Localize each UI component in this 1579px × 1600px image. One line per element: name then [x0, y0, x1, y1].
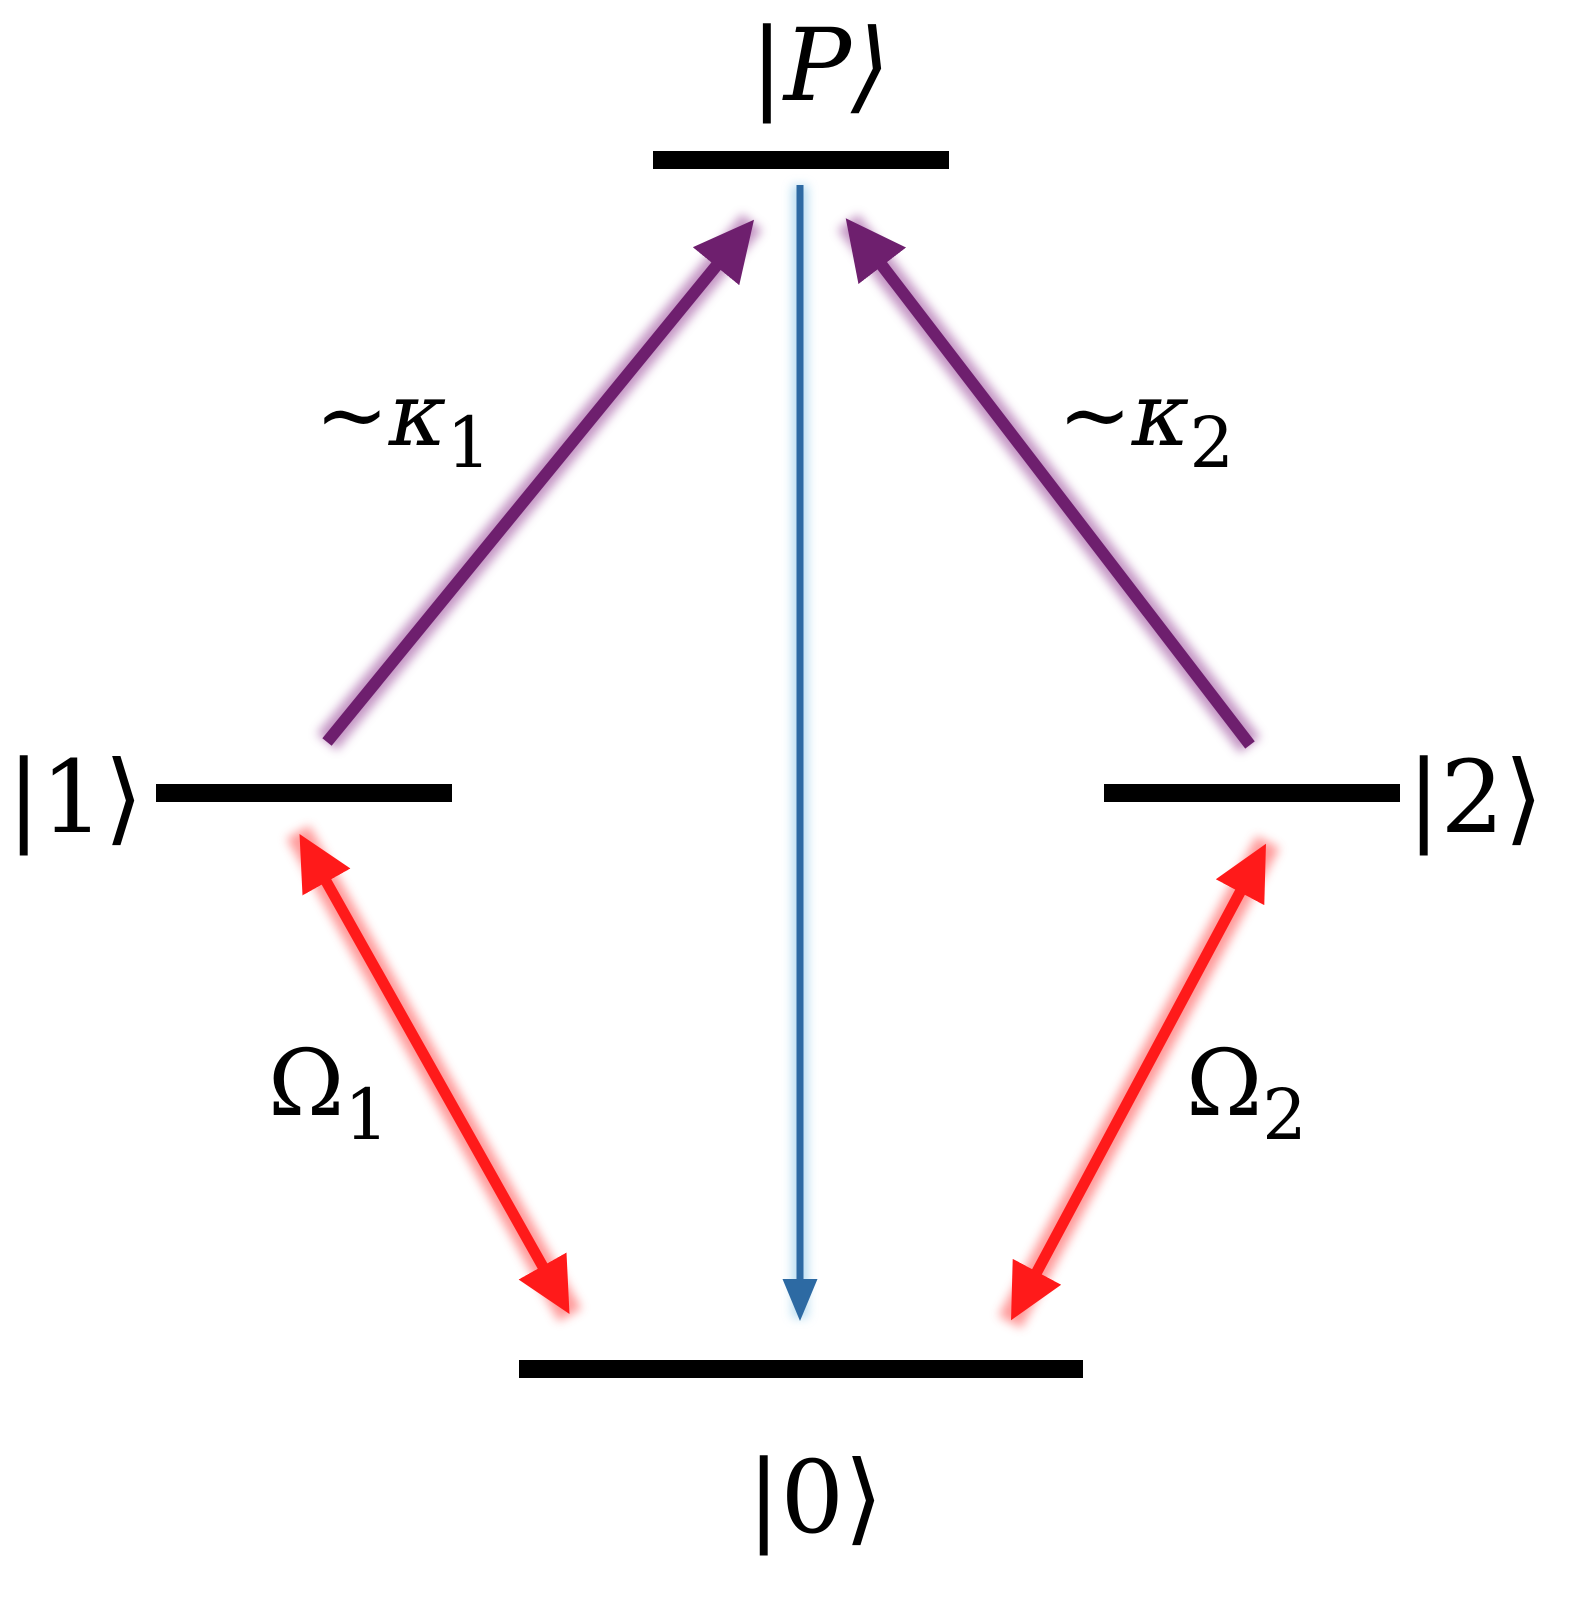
- label-kappa1: ~κ1: [315, 363, 491, 484]
- label-kappa2: ~κ2: [1058, 363, 1234, 484]
- drive-arrow-omega2: [1011, 843, 1266, 1321]
- label-level-P: |P⟩: [750, 7, 890, 124]
- level-2: [1104, 784, 1400, 802]
- label-omega2: Ω2: [1186, 1030, 1307, 1156]
- label-level-2: |2⟩: [1407, 739, 1543, 856]
- level-1: [156, 784, 452, 802]
- drive-arrow-omega1: [299, 834, 570, 1314]
- decay-arrow-kappa2: [845, 218, 1255, 749]
- label-omega1: Ω1: [268, 1030, 389, 1156]
- decay-arrow-kappa1: [322, 219, 754, 746]
- label-level-1: |1⟩: [7, 739, 143, 856]
- level-P: [653, 151, 949, 169]
- label-level-0: |0⟩: [747, 1439, 883, 1556]
- level-0: [519, 1360, 1083, 1378]
